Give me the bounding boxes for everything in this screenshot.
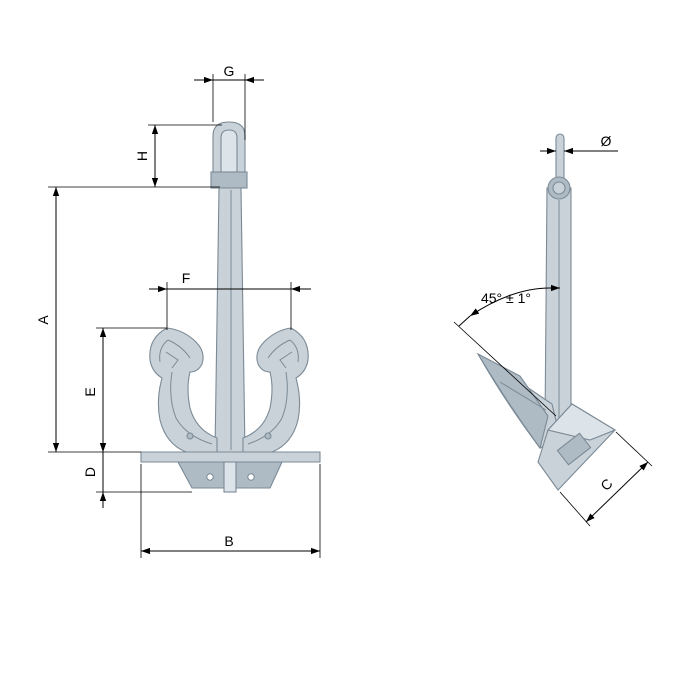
dim-diameter-label: Ø	[601, 133, 612, 149]
front-view: G H A F E	[35, 63, 321, 558]
dim-g-label: G	[224, 63, 235, 79]
dim-d-label: D	[82, 467, 98, 477]
dim-d: D	[82, 440, 192, 508]
anchor-side-body	[476, 133, 617, 491]
dim-h: H	[134, 124, 222, 187]
dim-diameter: Ø	[540, 133, 618, 155]
dim-c-label: C	[597, 475, 615, 493]
shank	[214, 187, 246, 453]
left-fluke	[149, 327, 218, 453]
dim-h-label: H	[134, 151, 150, 161]
side-shackle	[555, 133, 565, 183]
dim-angle: 45° ± 1°	[453, 284, 560, 417]
dim-f-label: F	[182, 270, 191, 286]
side-view: Ø 45° ± 1° C	[453, 133, 653, 527]
dim-b: B	[140, 464, 321, 558]
dim-angle-label: 45° ± 1°	[481, 290, 531, 306]
dim-e-label: E	[82, 387, 98, 396]
crown-plate	[140, 451, 321, 463]
dim-g: G	[194, 63, 264, 140]
dim-f: F	[149, 270, 311, 330]
dim-e: E	[82, 327, 167, 452]
dim-b-label: B	[224, 533, 233, 549]
dim-a-label: A	[35, 315, 51, 325]
right-fluke	[242, 327, 309, 453]
anchor-front-body	[140, 121, 321, 493]
dim-a: A	[35, 186, 220, 453]
